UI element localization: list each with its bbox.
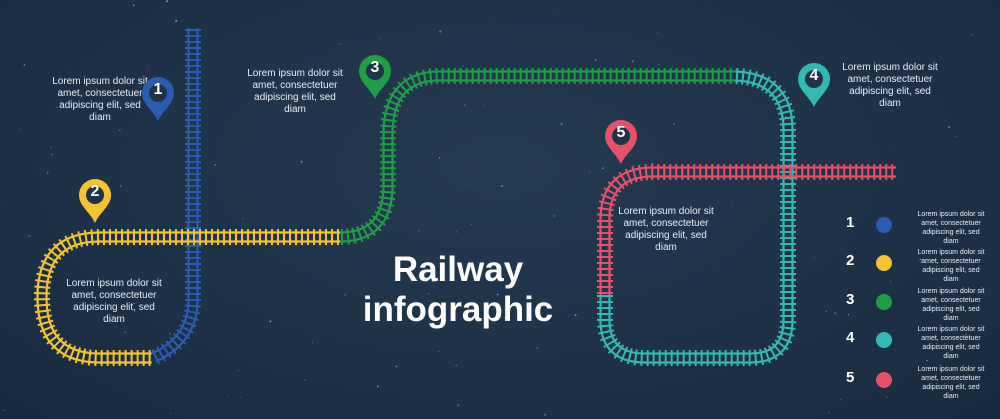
pin-number: 5 bbox=[616, 124, 626, 141]
side-id-text: 714764432 bbox=[0, 294, 2, 340]
track-teal-rails bbox=[597, 68, 797, 366]
track-blue-rails bbox=[151, 28, 202, 365]
legend-number: 1 bbox=[846, 214, 855, 231]
page-title: Railway infographic bbox=[338, 250, 578, 330]
pin-number: 1 bbox=[153, 81, 163, 98]
map-pin-1-icon: 1 bbox=[141, 76, 175, 122]
pin-number: 4 bbox=[809, 67, 819, 84]
track-pink-rails bbox=[597, 164, 897, 295]
map-pin-5-icon: 5 bbox=[604, 119, 638, 165]
legend-dot bbox=[876, 255, 892, 271]
title-line-1: Railway bbox=[392, 250, 524, 289]
legend-dot bbox=[876, 332, 892, 348]
legend-number: 2 bbox=[846, 252, 855, 269]
legend-number: 3 bbox=[846, 291, 855, 308]
pin-number: 2 bbox=[90, 183, 100, 200]
legend-dot bbox=[876, 217, 892, 233]
map-pin-4-icon: 4 bbox=[797, 62, 831, 108]
title-line-2: infographic bbox=[362, 290, 554, 329]
pin-number: 3 bbox=[370, 59, 380, 76]
track-green-rails bbox=[340, 68, 735, 246]
map-pin-2-icon: 2 bbox=[78, 178, 112, 224]
track-yellow-rails bbox=[34, 228, 340, 366]
legend-dot bbox=[876, 372, 892, 388]
legend-number: 5 bbox=[846, 369, 855, 386]
legend-dot bbox=[876, 294, 892, 310]
map-pin-3-icon: 3 bbox=[358, 54, 392, 100]
legend-number: 4 bbox=[846, 329, 855, 346]
